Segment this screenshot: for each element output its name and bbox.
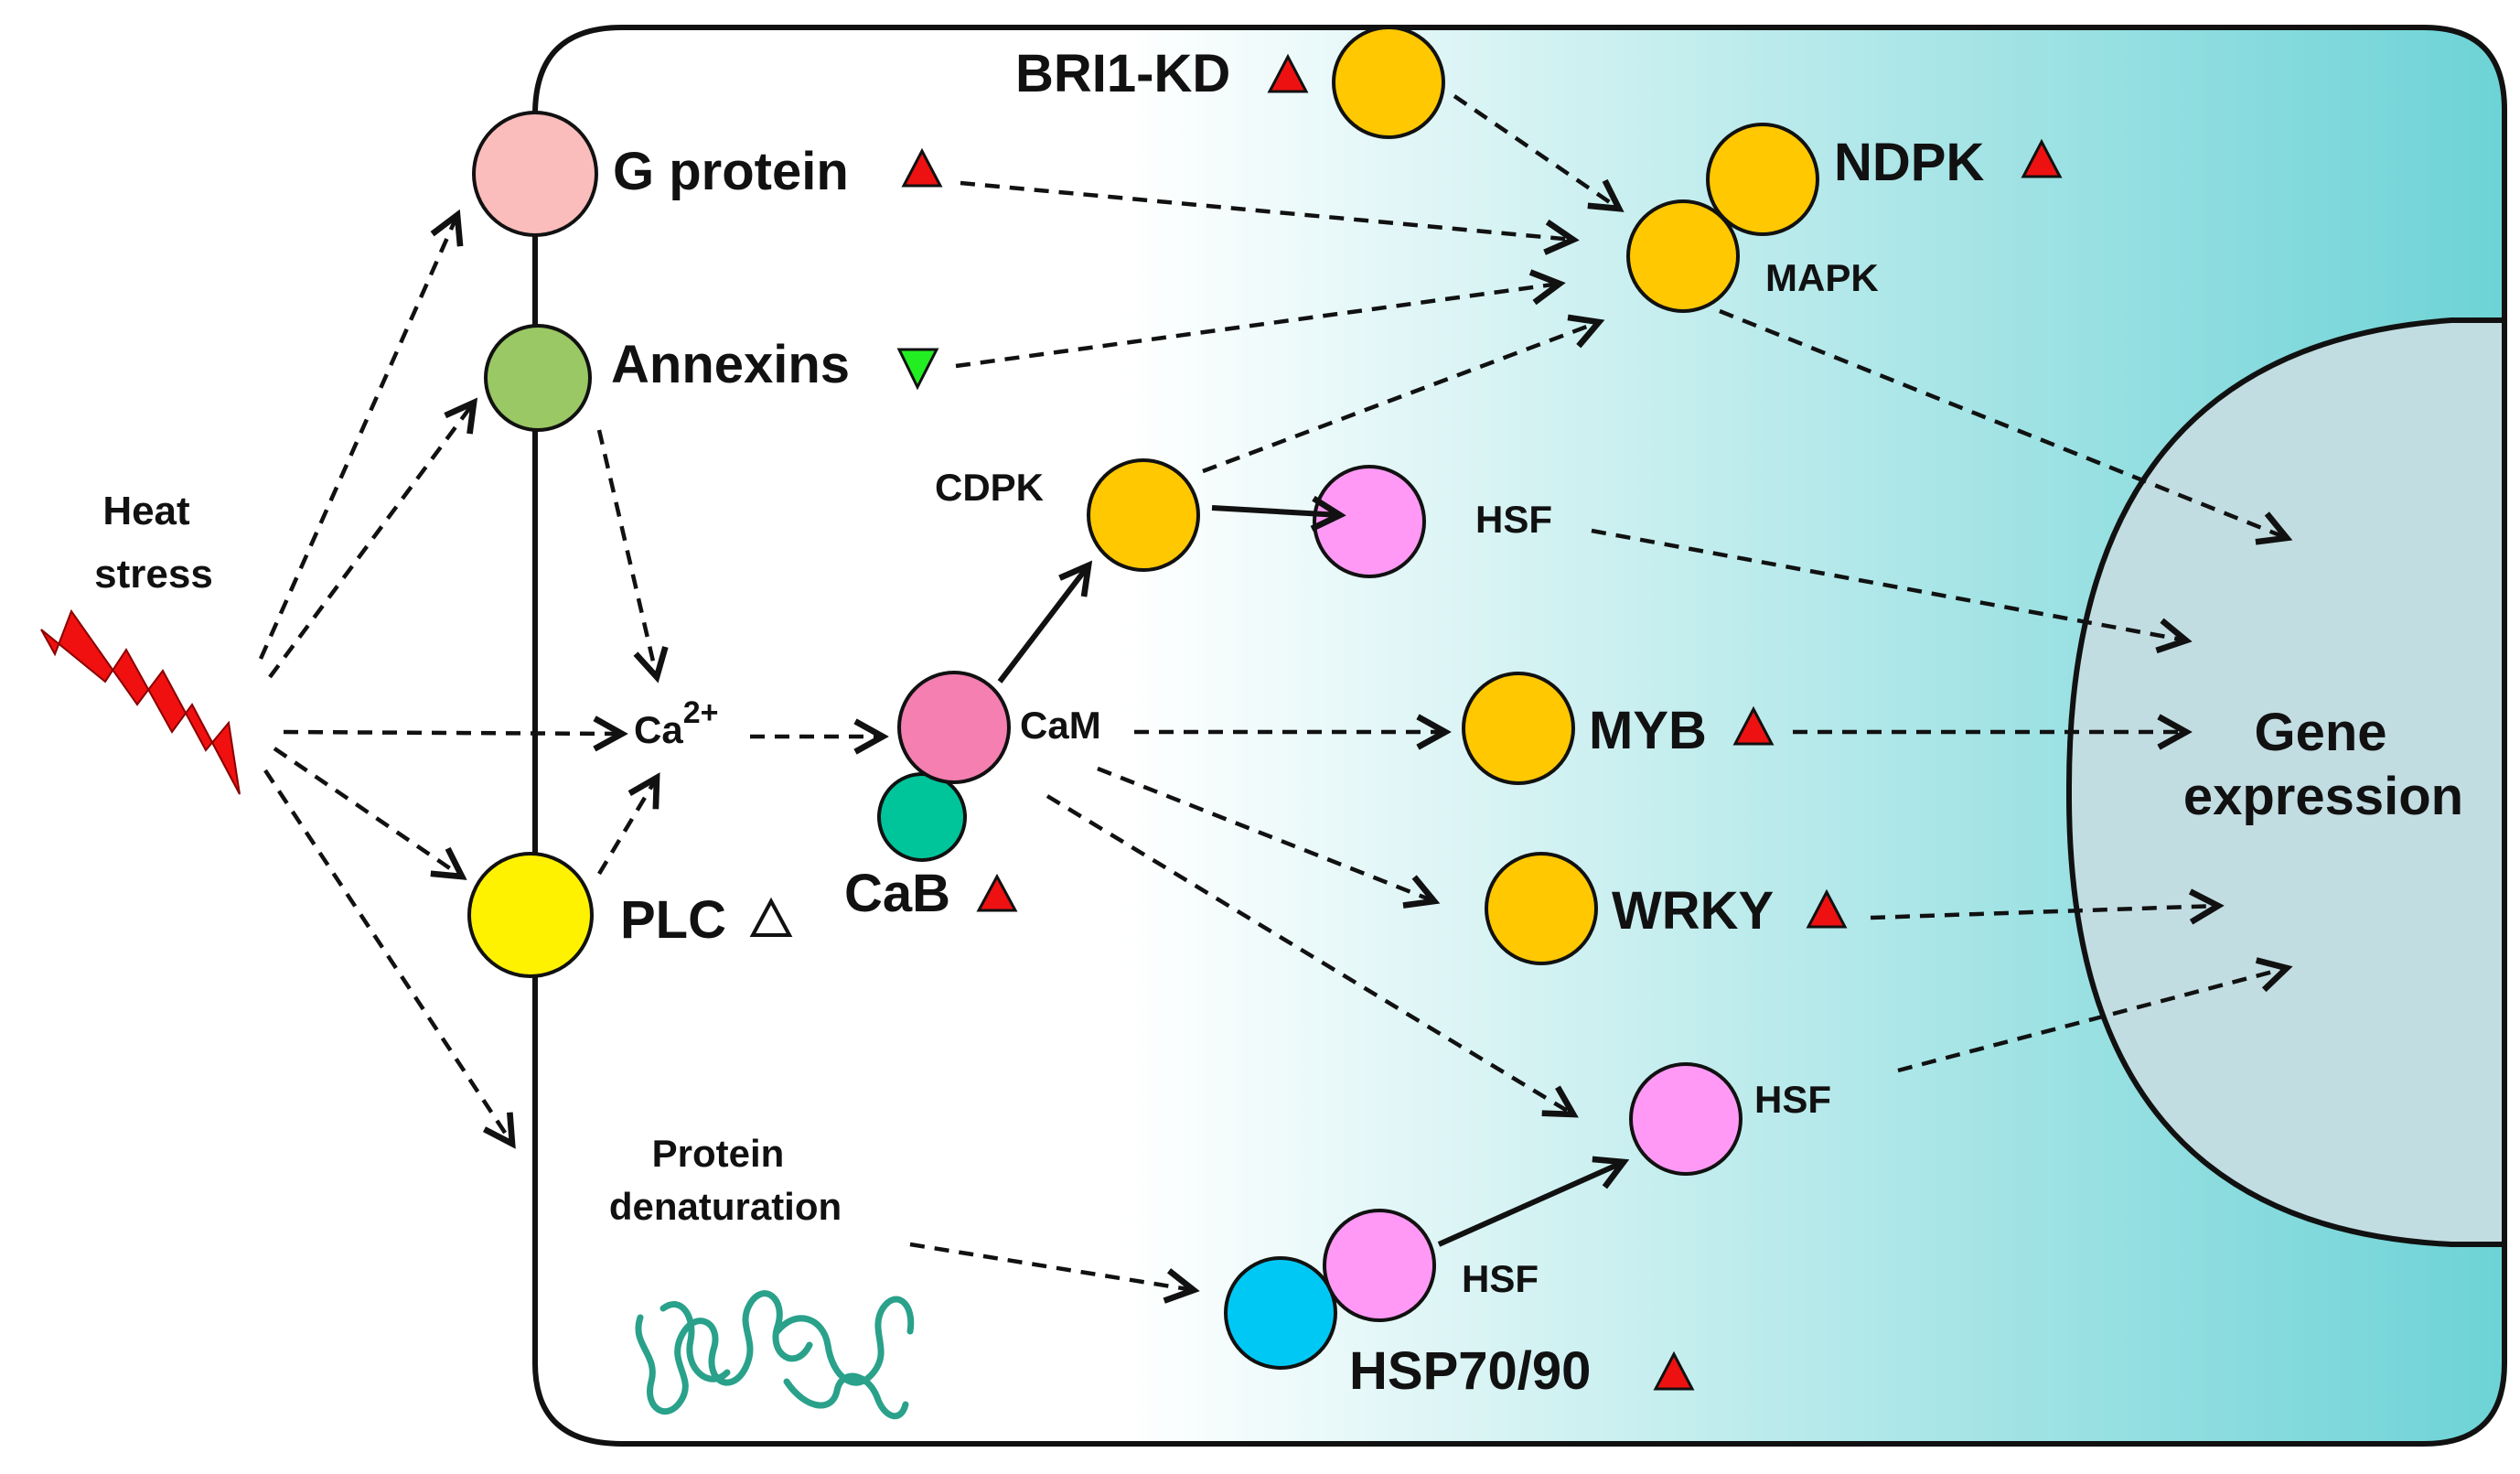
hsf-complex-label: HSF	[1462, 1257, 1539, 1300]
myb-node	[1462, 672, 1575, 785]
arrow-annexins-to-mapk	[955, 284, 1560, 369]
annexins-node	[484, 324, 592, 432]
protein-denaturation-label-line1: Protein	[652, 1132, 785, 1175]
arrow-heat-to-membrane	[263, 769, 512, 1144]
arrow-hsf-to-gene-expression	[1591, 528, 2186, 640]
protein-denaturation-label-line2: denaturation	[609, 1185, 842, 1228]
arrow-cam-to-hsf	[1046, 794, 1573, 1114]
hsf-complex-node	[1323, 1209, 1436, 1322]
arrow-heat-to-gprotein	[258, 215, 457, 660]
denatured-protein-icon	[635, 1290, 915, 1419]
annexins-label: Annexins	[611, 335, 850, 394]
arrow-hsf-release	[1437, 1162, 1624, 1247]
arrow-mapk-to-gene-expression	[1719, 308, 2287, 538]
arrow-heat-to-plc	[273, 747, 462, 877]
plc-unchanged-icon	[749, 897, 793, 937]
nucleus	[2065, 317, 2504, 1247]
myb-label: MYB	[1589, 701, 1707, 760]
annexins-downregulated-icon	[896, 348, 939, 391]
cam-node	[897, 671, 1011, 784]
arrow-hsf-bottom-to-gene-expression	[1897, 968, 2287, 1073]
gene-expression-label-line1: Gene	[2254, 703, 2386, 762]
cam-label: CaM	[1020, 704, 1101, 747]
hsp70-90-node	[1224, 1256, 1337, 1370]
arrow-wrky-to-gene-expression	[1870, 906, 2218, 918]
mapk-label: MAPK	[1765, 256, 1879, 299]
heat-stress-label-line1: Heat	[102, 489, 190, 533]
arrow-plc-to-calcium	[597, 778, 657, 876]
calcium-label: Ca2+	[634, 695, 718, 751]
ndpk-node	[1706, 123, 1819, 236]
heat-stress-label-line2: stress	[94, 552, 213, 597]
hsf-bottom-label: HSF	[1754, 1078, 1831, 1121]
ndpk-label: NDPK	[1834, 133, 1984, 192]
myb-upregulated-icon	[1732, 705, 1775, 746]
arrow-gprotein-to-mapk	[960, 180, 1573, 240]
bri1-kd-node	[1332, 26, 1445, 139]
cab-upregulated-icon	[976, 873, 1018, 912]
g-protein-upregulated-icon	[901, 147, 943, 188]
wrky-upregulated-icon	[1806, 888, 1848, 929]
arrow-annexins-to-calcium	[596, 429, 657, 677]
wrky-label: WRKY	[1612, 881, 1774, 941]
arrow-cam-to-wrky	[1097, 766, 1434, 901]
hsp70-90-label: HSP70/90	[1349, 1341, 1591, 1401]
hsf-top-node	[1313, 465, 1426, 578]
lightning-icon	[40, 608, 241, 795]
mapk-node	[1626, 199, 1740, 313]
hsp70-90-upregulated-icon	[1653, 1350, 1695, 1391]
arrow-cdpk-to-hsf	[1211, 508, 1340, 515]
hsf-bottom-node	[1629, 1062, 1743, 1176]
plc-label: PLC	[620, 890, 726, 950]
g-protein-node	[472, 111, 598, 237]
cdpk-label: CDPK	[935, 466, 1044, 509]
cdpk-node	[1087, 458, 1200, 572]
plc-node	[467, 852, 594, 978]
bri1-kd-upregulated-icon	[1267, 53, 1309, 93]
ndpk-upregulated-icon	[2021, 138, 2063, 178]
arrow-cdpk-to-mapk	[1202, 322, 1599, 474]
wrky-node	[1485, 852, 1598, 965]
arrow-bri1-to-mapk	[1453, 94, 1619, 209]
cab-node	[877, 772, 967, 862]
cab-label: CaB	[844, 864, 950, 923]
g-protein-label: G protein	[613, 142, 849, 201]
arrow-heat-to-calcium	[283, 732, 622, 734]
arrow-cam-to-cdpk	[997, 565, 1088, 683]
hsf-top-label: HSF	[1475, 498, 1552, 541]
arrow-heat-to-annexins	[268, 403, 474, 679]
bri1-kd-label: BRI1-KD	[1015, 44, 1230, 103]
gene-expression-label-line2: expression	[2183, 767, 2463, 826]
